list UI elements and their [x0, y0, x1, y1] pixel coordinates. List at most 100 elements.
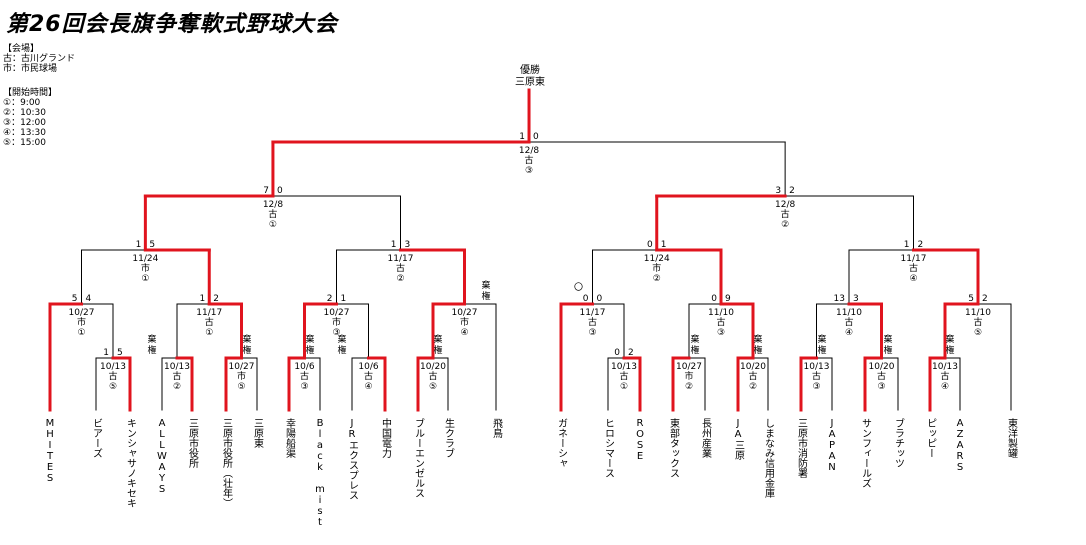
match-slot: ① [269, 220, 277, 230]
team-name: JAPAN [827, 418, 838, 473]
match-date: 10/6 [358, 362, 378, 372]
team-name: サンフィールズ [860, 418, 872, 488]
match-slot: ③ [877, 382, 885, 392]
score-left: 1 [904, 240, 910, 250]
match-slot: ② [781, 220, 789, 230]
match-venue: 市 [652, 262, 661, 274]
times-heading: 【開始時間】 [3, 88, 58, 98]
match-venue: 市 [141, 262, 150, 274]
match-date: 12/8 [263, 200, 283, 210]
score-right: 1 [341, 294, 347, 304]
match-venue: 古 [973, 316, 982, 328]
match-venue: 古 [525, 154, 534, 166]
champion-label: 優勝 [520, 63, 540, 76]
forfeit-label: 棄 [433, 333, 442, 345]
match-date: 11/17 [196, 308, 222, 318]
forfeit-label: 棄 [305, 333, 314, 345]
forfeit-label: 棄 [883, 333, 892, 345]
match-date: 10/20 [420, 362, 446, 372]
match-venue: 市 [77, 316, 86, 328]
score-right: 9 [725, 294, 731, 304]
match-venue: 古 [909, 262, 918, 274]
forfeit-label: 権 [147, 344, 156, 356]
forfeit-label: 棄 [147, 333, 156, 345]
match-date: 10/27 [229, 362, 255, 372]
match-venue: 古 [428, 370, 437, 382]
match-venue: 古 [781, 208, 790, 220]
forfeit-label: 棄 [817, 333, 826, 345]
match-date: 11/24 [644, 254, 670, 264]
time-item: ④：13:30 [3, 128, 47, 138]
forfeit-label: 権 [337, 344, 346, 356]
match-slot: ④ [941, 382, 949, 392]
match-slot: ④ [909, 274, 917, 284]
match-venue: 古 [108, 370, 117, 382]
team-name: AZARS [955, 418, 966, 473]
forfeit-label: 権 [883, 344, 892, 356]
score-right: 0 [533, 132, 539, 142]
match-venue: 古 [877, 370, 886, 382]
team-name: ROSE [635, 418, 646, 462]
time-item: ①：9:00 [3, 98, 41, 108]
team-name: 生クラブ [443, 417, 455, 458]
team-name: キンシャサノキセキ [125, 418, 137, 508]
forfeit-label: 棄 [481, 279, 490, 291]
match-venue: 古 [588, 316, 597, 328]
forfeit-label: 棄 [337, 333, 346, 345]
match-slot: ① [77, 328, 85, 338]
match-slot: ③ [588, 328, 596, 338]
match-date: 10/27 [452, 308, 478, 318]
team-name: 幸陽船渠 [284, 418, 296, 459]
time-item: ⑤：15:00 [3, 138, 47, 148]
team-name: ALLWAYS [156, 418, 167, 495]
match-venue: 古 [716, 316, 725, 328]
match-date: 10/27 [324, 308, 350, 318]
score-right: 2 [213, 294, 219, 304]
match-slot: ② [685, 382, 693, 392]
score-right: 2 [982, 294, 988, 304]
match-date: 10/27 [69, 308, 95, 318]
match-venue: 古 [619, 370, 628, 382]
score-right: 2 [628, 348, 634, 358]
match-venue: 古 [205, 316, 214, 328]
forfeit-label: 権 [481, 290, 490, 302]
team-name: 飛鳥 [491, 418, 503, 439]
score-left: 1 [391, 240, 397, 250]
forfeit-label: 権 [433, 344, 442, 356]
match-slot: ③ [717, 328, 725, 338]
match-slot: ② [396, 274, 404, 284]
team-name: ビアーズ [91, 418, 103, 458]
team-name: 三原市消防署 [796, 418, 808, 478]
time-item: ③：12:00 [3, 118, 47, 128]
venue-heading: 【会場】 [3, 44, 40, 54]
match-slot: ① [620, 382, 628, 392]
match-date: 11/24 [132, 254, 158, 264]
match-date: 10/13 [804, 362, 830, 372]
score-left: 0 [614, 348, 620, 358]
match-slot: ③ [300, 382, 308, 392]
score-right: 2 [918, 240, 924, 250]
match-date: 10/6 [294, 362, 314, 372]
match-date: 10/27 [676, 362, 702, 372]
score-right: 0 [277, 186, 283, 196]
match-venue: 市 [460, 316, 469, 328]
forfeit-label: 権 [242, 344, 251, 356]
team-name: 中国電力 [380, 417, 392, 459]
team-name: ブルーエンゼルス [413, 417, 425, 498]
forfeit-label: 権 [753, 344, 762, 356]
team-name: ガネーシャ [556, 418, 568, 468]
match-venue: 古 [940, 370, 949, 382]
match-venue: 古 [268, 208, 277, 220]
score-right: 5 [117, 348, 123, 358]
match-date: 10/20 [869, 362, 895, 372]
score-left: 0 [711, 294, 717, 304]
match-slot: ① [141, 274, 149, 284]
champion-team: 三原東 [515, 75, 545, 88]
team-name: JRエクスプレス [347, 418, 359, 500]
match-slot: ① [205, 328, 213, 338]
match-slot: ④ [364, 382, 372, 392]
match-date: 10/20 [740, 362, 766, 372]
match-venue: 古 [844, 316, 853, 328]
